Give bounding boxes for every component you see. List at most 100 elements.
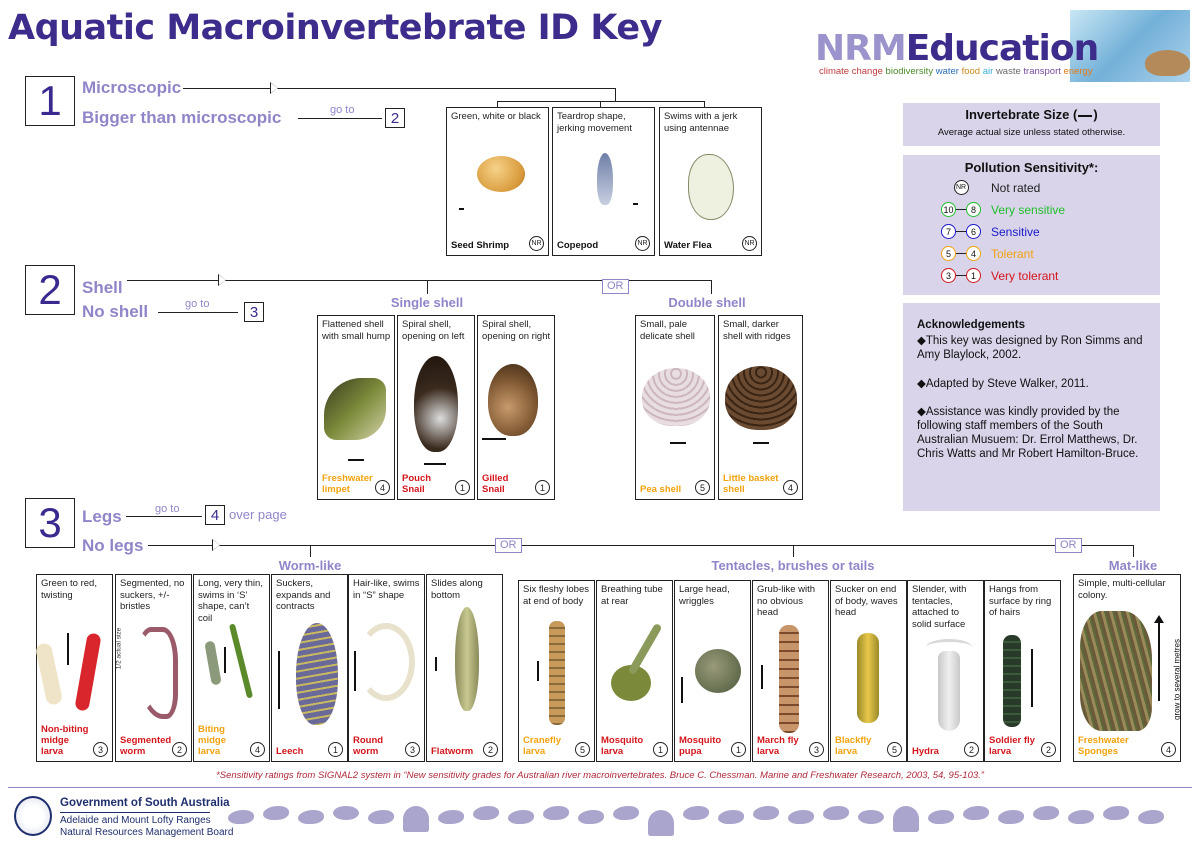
card-round-worm[interactable]: Hair-like, swims in “S” shape Round worm… bbox=[348, 574, 425, 762]
card-pouch-snail[interactable]: Spiral shell, opening on left Pouch Snai… bbox=[397, 315, 475, 500]
crab-silhouette-icon bbox=[928, 810, 954, 824]
critter-silhouettes bbox=[228, 800, 1188, 840]
lizard-silhouette-icon bbox=[1103, 806, 1129, 820]
fish-silhouette-icon bbox=[228, 810, 254, 824]
card-pea-shell[interactable]: Small, pale delicate shell Pea shell 5 bbox=[635, 315, 715, 500]
pouch-snail-image bbox=[414, 356, 458, 452]
rating-badge: 1 bbox=[653, 742, 668, 757]
card-desc: Hair-like, swims in “S” shape bbox=[353, 578, 420, 601]
card-desc: Large head, wriggles bbox=[679, 584, 730, 607]
card-mosquito-larva[interactable]: Breathing tube at rear Mosquito larva 1 bbox=[596, 580, 673, 762]
tagline-word: climate change bbox=[819, 66, 886, 77]
size-panel: Invertebrate Size () Average actual size… bbox=[903, 103, 1160, 146]
tagline-word: water bbox=[935, 66, 962, 77]
card-biting-midge-larva[interactable]: Long, very thin, swims in ‘S’ shape, can… bbox=[193, 574, 270, 762]
card-flatworm[interactable]: Slides along bottom Flatworm 2 bbox=[426, 574, 503, 762]
water-flea-image bbox=[688, 154, 734, 220]
size-bar-icon bbox=[1078, 114, 1093, 117]
card-desc: Six fleshy lobes at end of body bbox=[523, 584, 590, 607]
card-non-biting-midge-larva[interactable]: Green to red, twisting Non-biting midge … bbox=[34, 574, 113, 762]
card-seed-shrimp[interactable]: Green, white or black Seed Shrimp NR bbox=[446, 107, 549, 256]
rating-badge: 1 bbox=[455, 480, 470, 495]
or-label: OR bbox=[1055, 538, 1082, 553]
choice-no-shell[interactable]: No shell bbox=[82, 302, 149, 321]
or-label: OR bbox=[495, 538, 522, 553]
card-name: Water Flea bbox=[664, 240, 712, 251]
goto-step-2[interactable]: 2 bbox=[385, 108, 405, 128]
card-blackfly-larva[interactable]: Sucker on end of body, waves head Blackf… bbox=[830, 580, 907, 762]
tagline-word: food bbox=[961, 66, 983, 77]
rating-badge: 4 bbox=[375, 480, 390, 495]
ack-title: Acknowledgements bbox=[917, 319, 1025, 331]
pollution-legend-label: Very sensitive bbox=[991, 202, 1066, 217]
card-desc: Grub-like with no obvious head bbox=[757, 584, 816, 618]
goto-label: go to bbox=[330, 104, 355, 116]
card-segmented-worm[interactable]: Segmented, no suckers, +/- bristles 1/2 … bbox=[115, 574, 192, 762]
card-march-fly-larva[interactable]: Grub-like with no obvious head March fly… bbox=[752, 580, 829, 762]
lizard-silhouette-icon bbox=[368, 810, 394, 824]
round-worm-image bbox=[357, 623, 415, 701]
card-name: Pea shell bbox=[640, 484, 682, 495]
size-title-end: ) bbox=[1093, 107, 1098, 122]
goto-step-4[interactable]: 4 bbox=[205, 505, 225, 525]
lizard-silhouette-icon bbox=[788, 810, 814, 824]
card-cranefly-larva[interactable]: Six fleshy lobes at end of body Cranefly… bbox=[518, 580, 595, 762]
choice-microscopic[interactable]: Microscopic bbox=[82, 78, 182, 97]
midge-larva-image bbox=[34, 642, 64, 706]
card-name: Leech bbox=[276, 746, 304, 757]
fish-silhouette-icon bbox=[613, 806, 639, 820]
choice-shell[interactable]: Shell bbox=[82, 278, 123, 297]
card-freshwater-limpet[interactable]: Flattened shell with small hump Freshwat… bbox=[317, 315, 395, 500]
rating-badge: 2 bbox=[964, 742, 979, 757]
pollution-legend-label: Not rated bbox=[991, 180, 1041, 195]
card-desc: Small, pale delicate shell bbox=[640, 319, 695, 342]
card-freshwater-sponges[interactable]: Simple, multi-cellular colony. grow to s… bbox=[1073, 574, 1182, 762]
card-desc: Simple, multi-cellular colony. bbox=[1078, 578, 1166, 601]
card-name: Freshwater limpet bbox=[322, 473, 373, 495]
pollution-title: Pollution Sensitivity*: bbox=[964, 160, 1099, 175]
rating-dot: 1 bbox=[966, 268, 981, 283]
card-name: Round worm bbox=[353, 735, 384, 757]
group-worm-like: Worm-like bbox=[278, 558, 342, 573]
card-name: Gilled Snail bbox=[482, 473, 509, 495]
soldier-fly-image bbox=[1003, 635, 1021, 727]
bird-silhouette-icon bbox=[963, 806, 989, 820]
arrow-icon bbox=[271, 83, 278, 93]
hydra-image bbox=[938, 651, 960, 731]
card-gilled-snail[interactable]: Spiral shell, opening on right Gilled Sn… bbox=[477, 315, 555, 500]
midge-larva-image bbox=[74, 632, 102, 712]
card-little-basket-shell[interactable]: Small, darker shell with ridges Little b… bbox=[718, 315, 803, 500]
card-copepod[interactable]: Teardrop shape, jerking movement Copepod… bbox=[552, 107, 655, 256]
gov-line-3: Natural Resources Management Board bbox=[60, 827, 234, 838]
card-name: Non-biting midge larva bbox=[41, 724, 89, 757]
card-water-flea[interactable]: Swims with a jerk using antennae Water F… bbox=[659, 107, 762, 256]
choice-no-legs[interactable]: No legs bbox=[82, 536, 144, 555]
cranefly-larva-image bbox=[549, 621, 565, 725]
tagline-word: transport bbox=[1023, 66, 1064, 77]
card-hydra[interactable]: Slender, with tentacles, attached to sol… bbox=[907, 580, 984, 762]
rating-badge: 3 bbox=[809, 742, 824, 757]
card-mosquito-pupa[interactable]: Large head, wriggles Mosquito pupa 1 bbox=[674, 580, 751, 762]
goto-step-3[interactable]: 3 bbox=[244, 302, 264, 322]
rating-badge: 1 bbox=[328, 742, 343, 757]
card-desc: Breathing tube at rear bbox=[601, 584, 663, 607]
choice-legs[interactable]: Legs bbox=[82, 507, 122, 526]
rating-badge: 1 bbox=[731, 742, 746, 757]
rating-badge: NR bbox=[529, 236, 544, 251]
crab-silhouette-icon bbox=[508, 810, 534, 824]
card-soldier-fly-larva[interactable]: Hangs from surface by ring of hairs Sold… bbox=[984, 580, 1061, 762]
choice-bigger-than-microscopic[interactable]: Bigger than microscopic bbox=[82, 108, 282, 127]
card-desc: Small, darker shell with ridges bbox=[723, 319, 791, 342]
card-name: Biting midge larva bbox=[198, 724, 226, 757]
card-leech[interactable]: Suckers, expands and contracts Leech 1 bbox=[271, 574, 348, 762]
nrm-logo: NRMEducation climate change biodiversity… bbox=[815, 10, 1195, 88]
page-title: Aquatic Macroinvertebrate ID Key bbox=[8, 8, 662, 48]
rating-dot: 10 bbox=[941, 202, 956, 217]
card-desc: Spiral shell, opening on left bbox=[402, 319, 465, 342]
tagline-word: biodiversity bbox=[885, 66, 936, 77]
card-name: Blackfly larva bbox=[835, 735, 872, 757]
gov-line-1: Government of South Australia bbox=[60, 797, 230, 809]
rating-badge: 5 bbox=[887, 742, 902, 757]
